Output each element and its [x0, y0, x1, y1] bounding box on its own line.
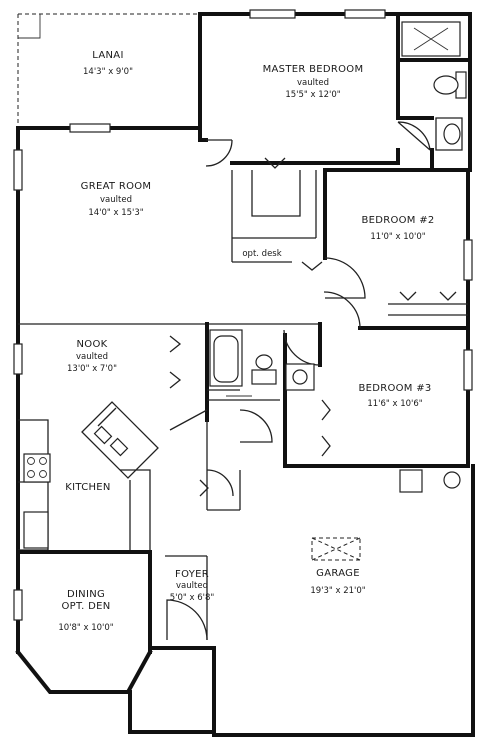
room-master-bedroom: MASTER BEDROOM vaulted 15'5" x 12'0" — [263, 64, 364, 100]
nook-size: 13'0" x 7'0" — [67, 364, 117, 374]
room-nook: NOOK vaulted 13'0" x 7'0" — [67, 339, 117, 374]
room-opt-desk: opt. desk — [242, 249, 281, 259]
room-dining: DINING OPT. DEN 10'8" x 10'0" — [58, 589, 113, 633]
room-great-room: GREAT ROOM vaulted 14'0" x 15'3" — [81, 181, 152, 218]
bedroom-3-name: BEDROOM #3 — [358, 383, 431, 394]
dining-name: DINING — [67, 589, 105, 600]
great-room-note: vaulted — [100, 195, 132, 205]
room-garage: GARAGE 19'3" x 21'0" — [310, 568, 365, 596]
foyer-note: vaulted — [176, 581, 208, 591]
foyer-name: FOYER — [175, 569, 209, 580]
lanai-size: 14'3" x 9'0" — [83, 67, 133, 77]
doors — [160, 121, 457, 641]
bedroom-3-size: 11'6" x 10'6" — [367, 399, 422, 409]
garage-name: GARAGE — [316, 568, 360, 579]
master-bedroom-name: MASTER BEDROOM — [263, 64, 364, 75]
great-room-size: 14'0" x 15'3" — [88, 208, 143, 218]
kitchen-fixtures — [23, 401, 159, 549]
windows — [13, 9, 473, 621]
bedroom-2-size: 11'0" x 10'0" — [370, 232, 425, 242]
bedroom-2-name: BEDROOM #2 — [361, 215, 434, 226]
great-room-name: GREAT ROOM — [81, 181, 152, 192]
garage-size: 19'3" x 21'0" — [310, 586, 365, 596]
garage-fixtures — [311, 469, 461, 561]
opt-desk-label: opt. desk — [242, 249, 281, 259]
dining-note: OPT. DEN — [61, 601, 110, 612]
nook-note: vaulted — [76, 352, 108, 362]
room-bedroom-2: BEDROOM #2 11'0" x 10'0" — [361, 215, 434, 242]
lanai-name: LANAI — [92, 50, 123, 61]
interior-walls — [16, 12, 472, 654]
master-bath-fixtures — [401, 21, 467, 151]
room-kitchen: KITCHEN — [65, 482, 110, 493]
hall-bath-fixtures — [209, 329, 315, 397]
kitchen-name: KITCHEN — [65, 482, 110, 493]
nook-name: NOOK — [77, 339, 108, 350]
lanai-area — [17, 13, 200, 128]
master-bedroom-size: 15'5" x 12'0" — [285, 90, 340, 100]
exterior-walls — [15, 12, 475, 737]
room-bedroom-3: BEDROOM #3 11'6" x 10'6" — [358, 383, 431, 409]
foyer-size: 5'0" x 6'8" — [170, 593, 215, 603]
room-foyer: FOYER vaulted 5'0" x 6'8" — [170, 569, 215, 603]
room-lanai: LANAI 14'3" x 9'0" — [83, 50, 133, 77]
dining-size: 10'8" x 10'0" — [58, 623, 113, 633]
master-bedroom-note: vaulted — [297, 78, 329, 88]
